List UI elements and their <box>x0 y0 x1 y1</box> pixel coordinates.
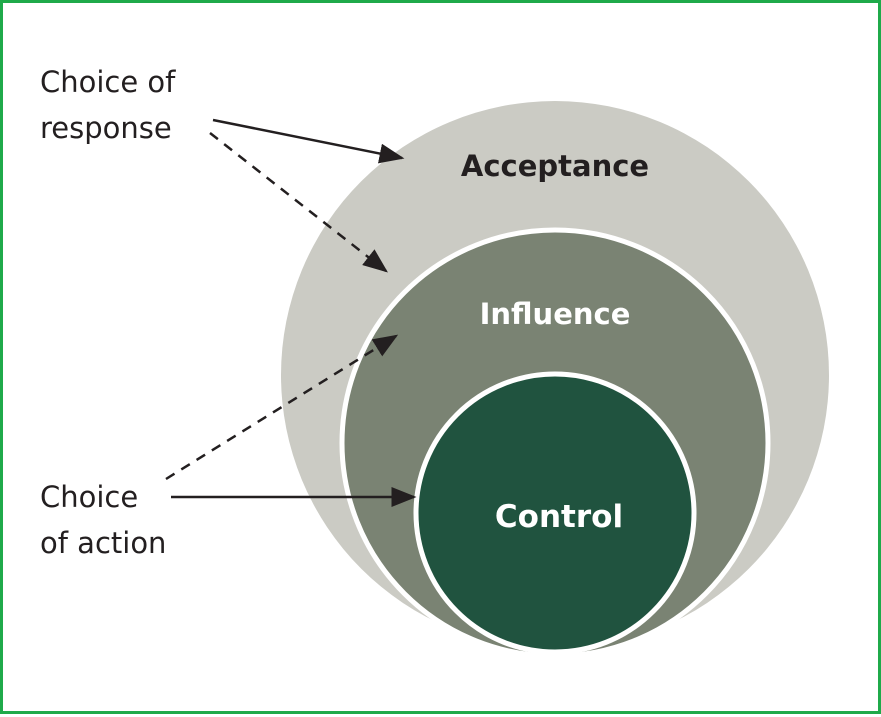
control-circle <box>413 371 697 655</box>
choice-of-response-line-2: response <box>40 111 172 145</box>
action-influence-arrow <box>165 334 399 481</box>
choice-of-action-label: Choice of action <box>40 474 166 566</box>
response-acceptance-arrow <box>212 118 405 164</box>
choice-of-response-label: Choice of response <box>40 59 175 151</box>
choice-of-response-line-1: Choice of <box>40 65 176 99</box>
control-label: Control <box>494 499 624 535</box>
choice-of-action-line-2: of action <box>40 526 167 560</box>
response-influence-arrow <box>209 132 388 273</box>
influence-label: Influence <box>479 297 631 331</box>
circles-diagram <box>165 101 829 659</box>
acceptance-label: Acceptance <box>460 149 650 183</box>
choice-of-action-line-1: Choice <box>40 480 139 514</box>
